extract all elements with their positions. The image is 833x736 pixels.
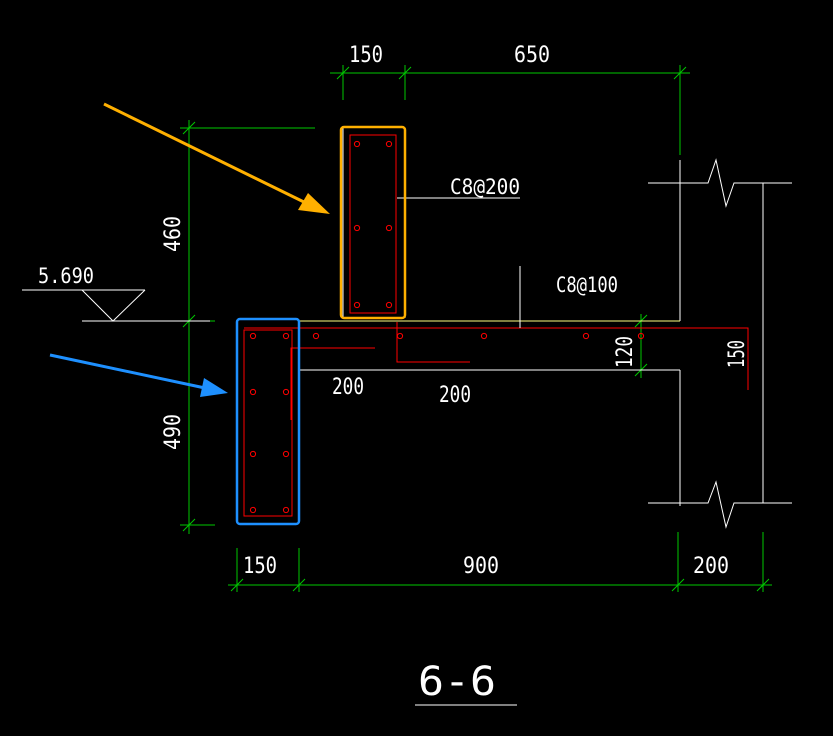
dim-left-upper: 460 <box>161 216 186 252</box>
rebar-bars <box>249 140 645 514</box>
dim-bottom-middle: 900 <box>463 554 499 579</box>
dim-wall-thickness: 150 <box>725 340 750 368</box>
dim-left-lower: 490 <box>161 414 186 450</box>
dim-slab-thickness: 120 <box>613 336 638 368</box>
concrete-outline <box>22 128 792 706</box>
elevation-label: 5.690 <box>38 264 94 288</box>
dim-top-left: 150 <box>349 43 383 68</box>
arrow-lower-icon <box>49 353 228 397</box>
dim-top-right: 650 <box>514 43 550 68</box>
dim-bar-extension-2: 200 <box>439 383 471 408</box>
highlight-lower-beam <box>235 317 301 526</box>
rebar-label-upper: C8@200 <box>450 175 520 199</box>
highlight-upper-beam <box>339 125 407 320</box>
rebar-label-slab: C8@100 <box>556 273 618 297</box>
rebar <box>243 134 749 517</box>
arrow-upper-icon <box>103 102 330 214</box>
section-title: 6-6 <box>418 659 496 705</box>
leader-lines <box>397 197 521 328</box>
dim-bottom-right: 200 <box>693 554 729 579</box>
dim-bar-extension-1: 200 <box>332 375 364 400</box>
dim-bottom-left: 150 <box>243 554 277 579</box>
